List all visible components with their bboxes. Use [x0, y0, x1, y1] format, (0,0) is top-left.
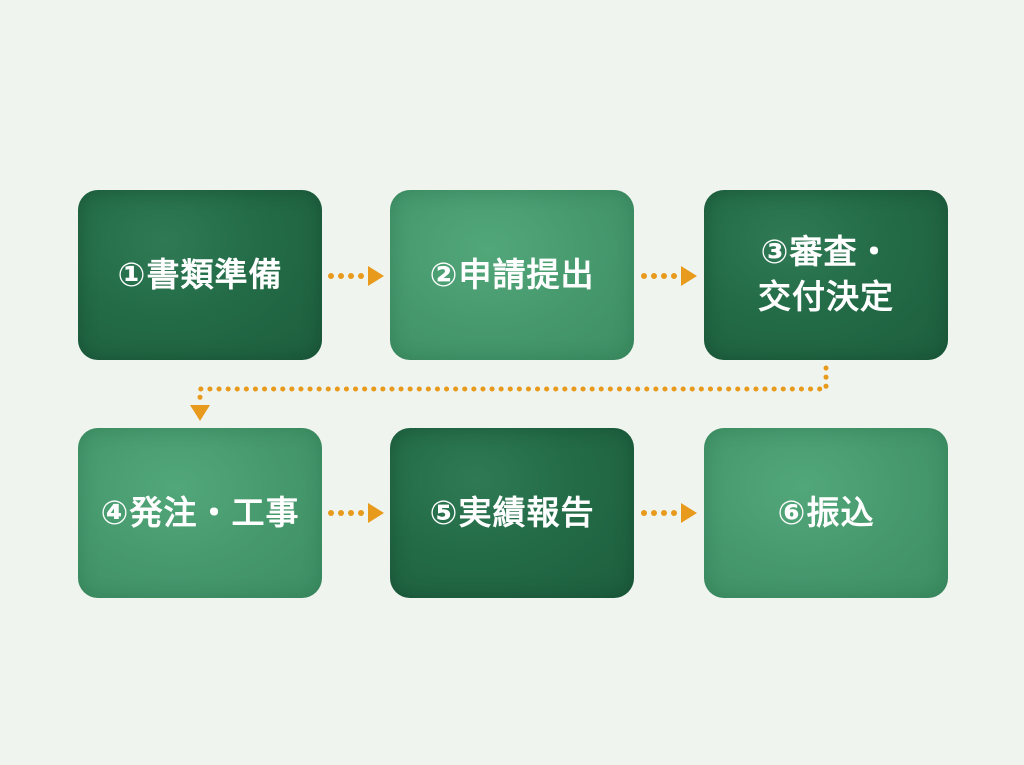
step-1-document-preparation: ①書類準備 — [78, 190, 322, 360]
step-2-application-submission: ②申請提出 — [390, 190, 634, 360]
step-4-label: ④発注・工事 — [100, 492, 300, 532]
arrow-step5-to-step6 — [641, 503, 697, 523]
step-5-label: ⑤実績報告 — [429, 492, 595, 532]
step-6-transfer-payment: ⑥振込 — [704, 428, 948, 598]
arrow-step4-to-step5 — [328, 503, 384, 523]
step-5-results-report: ⑤実績報告 — [390, 428, 634, 598]
arrow-step1-to-step2 — [328, 266, 384, 286]
step-4-order-and-construction: ④発注・工事 — [78, 428, 322, 598]
step-6-label: ⑥振込 — [777, 492, 875, 532]
step-3-label: ③審査・ 交付決定 — [758, 232, 894, 316]
step-3-review-and-grant-decision: ③審査・ 交付決定 — [704, 190, 948, 360]
arrow-step3-to-step4 — [190, 365, 829, 421]
step-2-label: ②申請提出 — [429, 254, 595, 294]
arrow-step2-to-step3 — [641, 266, 697, 286]
step-1-label: ①書類準備 — [117, 254, 283, 294]
